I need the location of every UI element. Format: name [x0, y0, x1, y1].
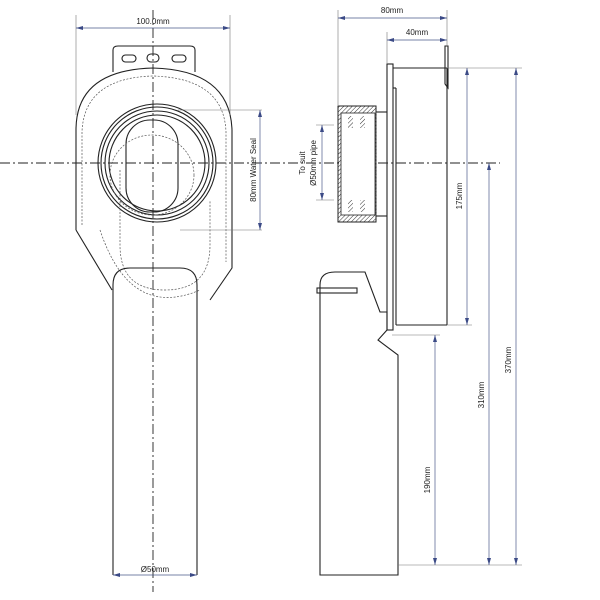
- side-outlet-pipe: [319, 271, 399, 576]
- inlet-suit-label: To suit: [298, 151, 307, 175]
- height-center-label: 310mm: [477, 381, 486, 408]
- side-view: [316, 45, 449, 576]
- depth-box-label: 40mm: [406, 28, 429, 37]
- height-outlet-label: 190mm: [423, 466, 432, 493]
- bracket-slot: [146, 53, 160, 63]
- inlet-pipe-label: Ø50mm pipe: [309, 140, 318, 186]
- height-box-label: 175mm: [455, 182, 464, 209]
- outlet-diameter-label: Ø50mm: [141, 565, 170, 574]
- water-seal-label: 80mm Water Seal: [249, 138, 258, 202]
- depth-total-label: 80mm: [381, 6, 404, 15]
- bracket-slot: [171, 54, 187, 63]
- inner-passage: [125, 119, 179, 213]
- height-total-label: 370mm: [504, 346, 513, 373]
- bracket-slot: [121, 54, 137, 63]
- width-dimension-label: 100.0mm: [136, 17, 170, 26]
- front-view: [75, 15, 262, 575]
- outlet-pipe: [112, 267, 198, 575]
- mounting-bracket: [112, 45, 196, 72]
